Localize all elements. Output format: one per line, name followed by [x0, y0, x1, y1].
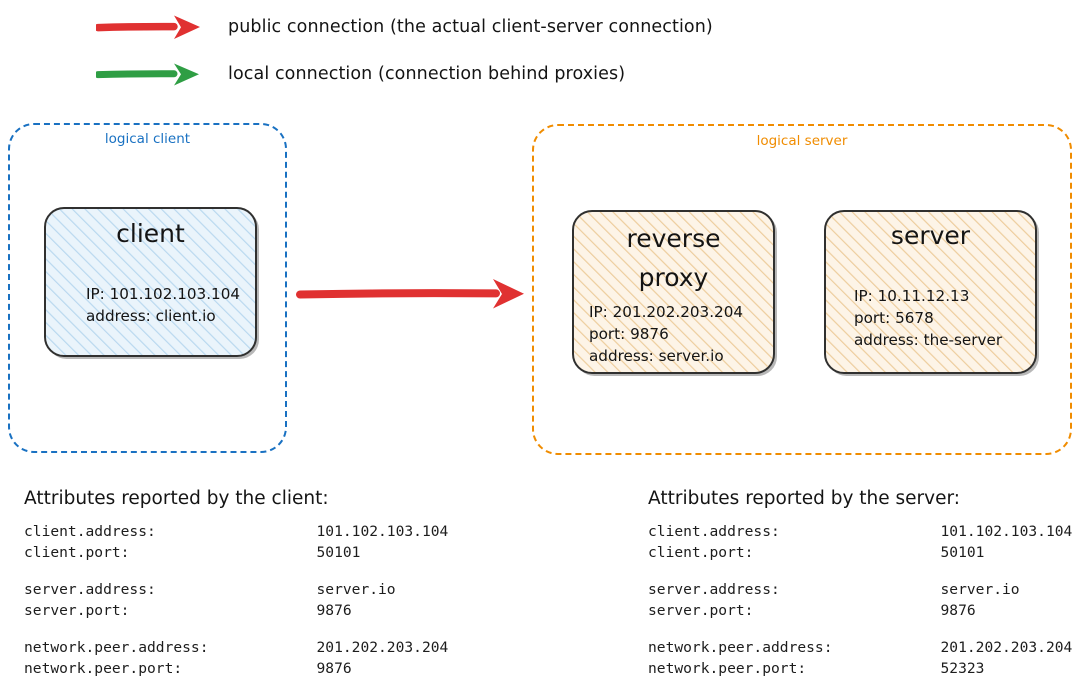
- server-attributes-panel: Attributes reported by the server: clien…: [648, 488, 1072, 679]
- attr-value: 201.202.203.204: [316, 639, 449, 656]
- reverse-proxy-node-details: IP: 201.202.203.204 port: 9876 address: …: [589, 302, 744, 365]
- attr-key: server.address:: [648, 581, 780, 598]
- legend-item-public: public connection (the actual client-ser…: [96, 12, 713, 42]
- table-spacer: [648, 621, 1072, 637]
- attr-value: 50101: [940, 544, 985, 561]
- public-connection-arrow: [296, 279, 524, 309]
- attr-value: 9876: [316, 660, 352, 677]
- reverse-proxy-node-hatch: [574, 212, 773, 372]
- reverse-proxy-node-title: reverse proxy: [626, 224, 721, 292]
- green-arrow-icon: [96, 63, 199, 86]
- client-attributes-table: client.address: 101.102.103.104 client.p…: [24, 521, 448, 679]
- client-node-hatch: [46, 209, 255, 355]
- table-row: client.port: 50101: [648, 542, 1072, 563]
- table-row: network.peer.address: 201.202.203.204: [24, 637, 448, 658]
- attr-value: 101.102.103.104: [316, 523, 449, 540]
- table-row: client.address: 101.102.103.104: [24, 521, 448, 542]
- table-row: server.address: server.io: [24, 579, 448, 600]
- attr-value: 201.202.203.204: [940, 639, 1073, 656]
- attr-key: server.address:: [24, 581, 156, 598]
- attr-value: 101.102.103.104: [940, 523, 1073, 540]
- table-spacer: [648, 563, 1072, 579]
- server-node-details: IP: 10.11.12.13 port: 5678 address: the-…: [854, 287, 1003, 350]
- table-row: server.address: server.io: [648, 579, 1072, 600]
- client-node-title: client: [116, 219, 185, 248]
- attr-value: 9876: [940, 602, 976, 619]
- legend-label-local: local connection (connection behind prox…: [228, 64, 626, 84]
- attr-key: network.peer.port:: [648, 660, 807, 677]
- table-row: client.port: 50101: [24, 542, 448, 563]
- logical-client-group: logical client client IP: 101.102.103.10…: [8, 123, 287, 453]
- client-attributes-heading: Attributes reported by the client:: [24, 488, 329, 509]
- attr-key: network.peer.address:: [648, 639, 833, 656]
- table-row: client.address: 101.102.103.104: [648, 521, 1072, 542]
- server-node-title: server: [890, 221, 971, 250]
- attr-key: client.port:: [648, 544, 754, 561]
- attr-value: server.io: [316, 581, 396, 598]
- attr-key: network.peer.address:: [24, 639, 209, 656]
- table-row: server.port: 9876: [24, 600, 448, 621]
- reverse-proxy-node: reverse proxy IP: 201.202.203.204 port: …: [572, 210, 775, 374]
- server-node-hatch: [826, 212, 1035, 372]
- legend-item-local: local connection (connection behind prox…: [96, 59, 625, 89]
- attr-key: server.port:: [648, 602, 754, 619]
- logical-client-label: logical client: [98, 131, 197, 147]
- table-row: server.port: 9876: [648, 600, 1072, 621]
- table-spacer: [24, 563, 448, 579]
- red-arrow-icon: [96, 15, 200, 39]
- attr-key: client.address:: [24, 523, 156, 540]
- attr-value: server.io: [940, 581, 1020, 598]
- attr-value: 9876: [316, 602, 352, 619]
- client-node: client IP: 101.102.103.104 address: clie…: [44, 207, 257, 357]
- attr-value: 50101: [316, 544, 361, 561]
- attr-key: network.peer.port:: [24, 660, 183, 677]
- client-attributes-panel: Attributes reported by the client: clien…: [24, 488, 448, 679]
- server-attributes-heading: Attributes reported by the server:: [648, 488, 960, 509]
- legend-label-public: public connection (the actual client-ser…: [228, 17, 713, 37]
- table-row: network.peer.address: 201.202.203.204: [648, 637, 1072, 658]
- logical-server-label: logical server: [750, 133, 854, 149]
- attr-key: client.address:: [648, 523, 780, 540]
- client-node-details: IP: 101.102.103.104 address: client.io: [86, 285, 241, 326]
- logical-server-group: logical server reverse proxy IP: 201.202…: [532, 124, 1072, 455]
- table-row: network.peer.port: 9876: [24, 658, 448, 679]
- attr-value: 52323: [940, 660, 985, 677]
- table-row: network.peer.port: 52323: [648, 658, 1072, 679]
- server-attributes-table: client.address: 101.102.103.104 client.p…: [648, 521, 1072, 679]
- table-spacer: [24, 621, 448, 637]
- attr-key: client.port:: [24, 544, 130, 561]
- attr-key: server.port:: [24, 602, 130, 619]
- server-node: server IP: 10.11.12.13 port: 5678 addres…: [824, 210, 1037, 374]
